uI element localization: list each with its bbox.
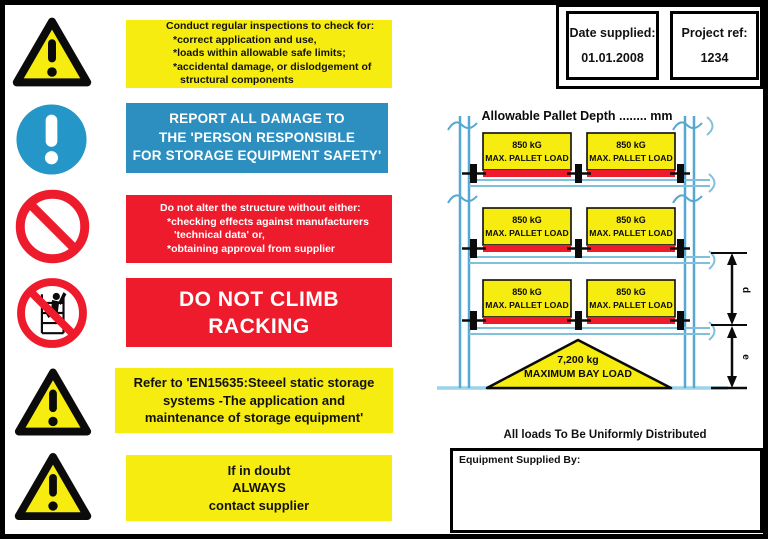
beam-break-marks: [706, 116, 716, 341]
pallet-load-text: MAX. PALLET LOAD: [589, 300, 672, 310]
pallet-load-kg: 850 kG: [512, 287, 542, 297]
mandatory-attention-icon: [16, 104, 87, 175]
project-ref-label: Project ref:: [681, 25, 748, 40]
pallet-strips: [483, 170, 675, 324]
notice-line: REPORT ALL DAMAGE TO: [169, 111, 345, 127]
pallet-load-kg: 850 kG: [616, 287, 646, 297]
no-climbing-icon: [17, 278, 87, 348]
pallet-depth-title: Allowable Pallet Depth ........ mm: [481, 109, 672, 123]
notice-line: Do not alter the structure without eithe…: [160, 202, 361, 214]
notice-inspections: Conduct regular inspections to check for…: [126, 20, 392, 88]
notice-line: THE 'PERSON RESPONSIBLE: [158, 129, 356, 145]
exclamation-dot: [47, 67, 57, 77]
equipment-supplied-box: Equipment Supplied By:: [450, 448, 763, 533]
pallet-load-text: MAX. PALLET LOAD: [485, 228, 568, 238]
bay-load-text: MAXIMUM BAY LOAD: [524, 368, 632, 380]
notice-line: maintenance of storage equipment': [144, 410, 364, 426]
date-supplied-label: Date supplied:: [569, 25, 656, 40]
notice-report-damage: REPORT ALL DAMAGE TO THE 'PERSON RESPONS…: [126, 103, 388, 173]
bay-load-kg: 7,200 kg: [557, 354, 598, 366]
pallet-load-text: MAX. PALLET LOAD: [589, 153, 672, 163]
project-ref-value: 1234: [700, 51, 729, 66]
uniform-load-note: All loads To Be Uniformly Distributed: [503, 429, 707, 441]
bay-load-triangle: [485, 338, 673, 390]
notice-line: *loads within allowable safe limits;: [173, 47, 346, 60]
warning-triangle-icon: [14, 368, 92, 436]
notice-line: FOR STORAGE EQUIPMENT SAFETY': [132, 148, 382, 164]
pallet-load-kg: 850 kG: [616, 215, 646, 225]
exclamation-bar: [49, 474, 57, 497]
pallet-load-kg: 850 kG: [512, 140, 542, 150]
equipment-supplied-label: Equipment Supplied By:: [459, 454, 581, 466]
pallet-load-text: MAX. PALLET LOAD: [485, 300, 568, 310]
slash: [27, 201, 78, 252]
dimension-label-d: d: [740, 287, 751, 293]
notice-line: DO NOT CLIMB: [179, 287, 339, 311]
notice-if-in-doubt: If in doubt ALWAYS contact supplier: [126, 455, 392, 521]
pallet-load-text: MAX. PALLET LOAD: [589, 228, 672, 238]
date-supplied-box: Date supplied: 01.01.2008: [566, 11, 659, 80]
beam-connectors: [462, 164, 690, 330]
slash: [29, 290, 75, 336]
project-ref-box: Project ref: 1234: [670, 11, 759, 80]
notice-line: *correct application and use,: [173, 33, 317, 46]
notice-line: contact supplier: [208, 497, 310, 513]
notice-line: *checking effects against manufacturers: [167, 215, 369, 228]
pallet-load-text: MAX. PALLET LOAD: [485, 153, 568, 163]
pallet-load-plates: [482, 132, 676, 324]
notice-line: If in doubt: [227, 462, 291, 478]
rack-posts: [458, 116, 696, 388]
exclamation-dot: [48, 416, 58, 427]
notice-refer-standard: Refer to 'EN15635:Steeel static storage …: [115, 368, 393, 433]
pallet-load-kg: 850 kG: [616, 140, 646, 150]
rack-beams: [469, 179, 710, 335]
dimension-lines: [711, 252, 747, 390]
post-break-marks: [447, 121, 703, 204]
date-supplied-value: 01.01.2008: [581, 51, 644, 66]
notice-line: Refer to 'EN15635:Steeel static storage: [133, 375, 375, 391]
notice-line: systems -The application and: [162, 392, 346, 408]
warning-triangle-icon: [12, 17, 92, 87]
exclamation-bar: [45, 114, 58, 147]
exclamation-dot: [44, 151, 59, 165]
rack-diagram: 850 kG MAX. PALLET LOAD 850 kG MAX. PALL…: [437, 109, 751, 390]
notice-do-not-climb: DO NOT CLIMB RACKING: [126, 278, 392, 347]
notice-line: *accidental damage, or dislodgement of: [173, 60, 372, 73]
notice-line: 'technical data' or,: [174, 229, 265, 241]
pallet-load-labels: 850 kG MAX. PALLET LOAD 850 kG MAX. PALL…: [485, 140, 672, 310]
notice-do-not-alter: Do not alter the structure without eithe…: [126, 195, 392, 263]
pallet-load-kg: 850 kG: [512, 215, 542, 225]
exclamation-bar: [49, 389, 57, 413]
warning-triangle-icon: [14, 452, 92, 521]
notice-line: ALWAYS: [232, 480, 286, 496]
dimension-arrowheads: [727, 253, 737, 388]
notice-line: RACKING: [208, 314, 310, 338]
prohibition-icon: [15, 189, 90, 264]
dimension-label-e: e: [740, 354, 751, 360]
notice-line: structural components: [180, 74, 294, 87]
exclamation-dot: [48, 501, 58, 511]
notice-line: *obtaining approval from supplier: [167, 242, 336, 255]
notice-line: Conduct regular inspections to check for…: [166, 20, 375, 33]
exclamation-bar: [48, 39, 56, 63]
red-ring: [17, 278, 87, 348]
